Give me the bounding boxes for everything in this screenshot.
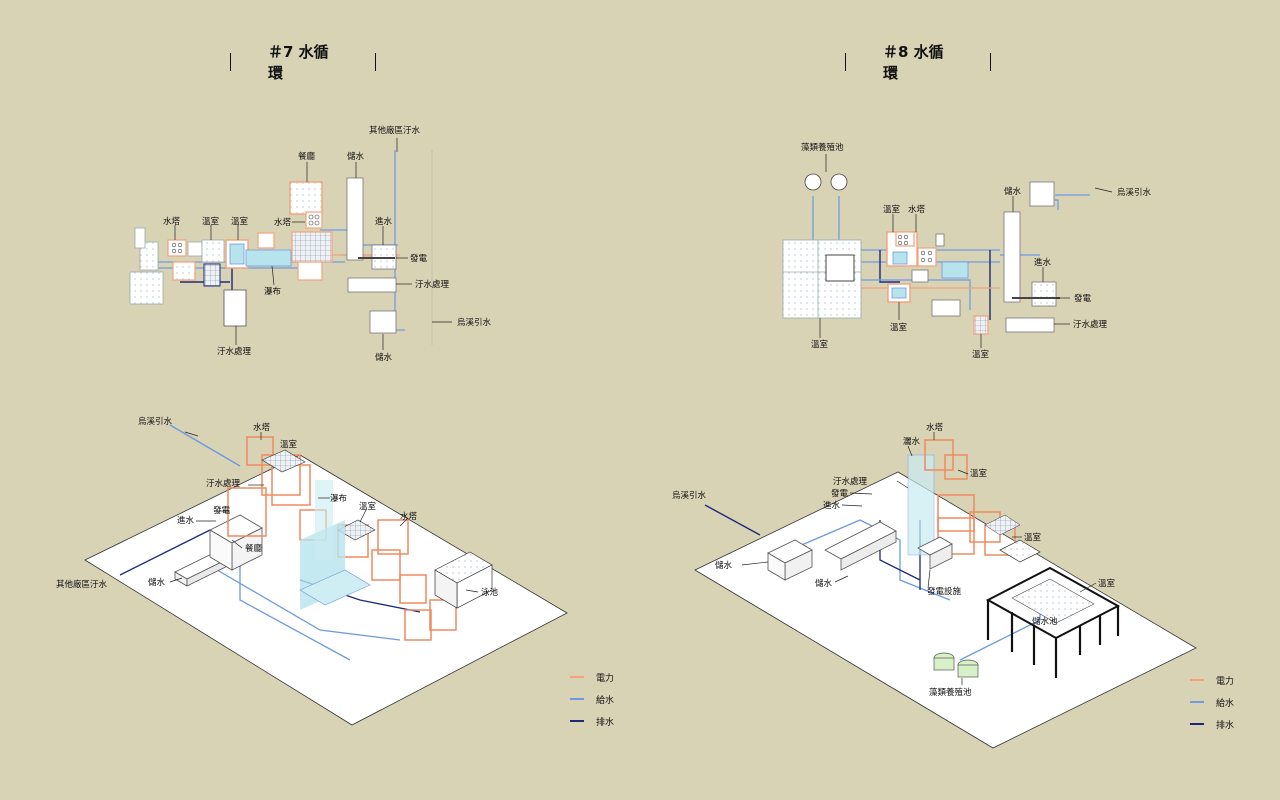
legend-item: 電力 xyxy=(570,666,614,688)
iso8-label-water-tower: 水塔 xyxy=(926,422,944,433)
iso8-label-shower: 灑水 xyxy=(903,436,921,447)
title-divider-right xyxy=(375,53,376,71)
label-water-tower-a: 水塔 xyxy=(163,216,181,227)
iso7-label-inlet: 進水 xyxy=(177,515,195,526)
iso7-label-pool: 泳池 xyxy=(481,587,499,598)
label-power: 發電 xyxy=(1074,294,1092,304)
iso8-label-greenhouse-c: 溫室 xyxy=(1098,578,1116,589)
label-storage: 儲水 xyxy=(1004,186,1022,197)
iso8-label-storage-b: 儲水 xyxy=(815,578,833,589)
title-text-7: ＃7 水循環 xyxy=(267,43,329,82)
legend-label: 排水 xyxy=(1216,720,1235,731)
iso8-label-algae: 藻類養殖池 xyxy=(929,687,972,698)
iso8-label-greenhouse-b: 溫室 xyxy=(1024,532,1042,543)
label-water-tower-b: 水塔 xyxy=(274,217,292,228)
label-greenhouse-b: 溫室 xyxy=(231,216,249,227)
legend-item: 給水 xyxy=(570,688,614,710)
diagram-title-8: ＃8 水循環 xyxy=(845,43,991,82)
plan-8: 藻類養殖池 儲水 烏溪引水 溫室 水塔 進水 發電 汙水處理 溫室 溫室 溫室 xyxy=(782,142,1152,360)
iso8-label-sewage: 汙水處理 xyxy=(833,476,868,487)
legend-7: 電力給水排水 xyxy=(570,666,614,732)
legend-label: 給水 xyxy=(1216,698,1235,709)
label-restaurant: 餐廳 xyxy=(298,151,316,162)
label-greenhouse-c: 溫室 xyxy=(811,339,829,350)
iso8-label-storage-a: 儲水 xyxy=(715,560,733,571)
legend-label: 給水 xyxy=(596,695,615,706)
legend-item: 排水 xyxy=(570,710,614,732)
iso8-label-power: 發電 xyxy=(831,489,849,499)
iso-7: 烏溪引水 水塔 溫室 汙水處理 發電 進水 瀑布 溫室 水塔 餐廳 其他廠區汙水… xyxy=(56,416,568,726)
legend-8: 電力給水排水 xyxy=(1190,669,1234,735)
iso8-label-greenhouse-a: 溫室 xyxy=(970,468,988,479)
label-water-tower: 水塔 xyxy=(908,204,926,215)
iso8-label-power-facility: 發電設施 xyxy=(927,586,962,597)
title-divider-left xyxy=(230,53,231,71)
label-algae: 藻類養殖池 xyxy=(801,142,844,153)
label-inlet: 進水 xyxy=(1034,257,1052,268)
label-inlet: 進水 xyxy=(375,216,393,227)
legend-label: 排水 xyxy=(596,717,615,728)
title-divider-right xyxy=(990,53,991,71)
label-sewage-l: 汙水處理 xyxy=(217,346,252,357)
iso-8: 水塔 灑水 溫室 汙水處理 發電 進水 烏溪引水 溫室 儲水 儲水 發電設施 溫… xyxy=(672,422,1197,749)
legend-item: 給水 xyxy=(1190,691,1234,713)
label-greenhouse-a: 溫室 xyxy=(202,216,220,227)
title-divider-left xyxy=(845,53,846,71)
legend-swatch xyxy=(1190,701,1204,703)
label-wuxi-intake: 烏溪引水 xyxy=(1117,187,1152,198)
iso7-label-wuxi: 烏溪引水 xyxy=(138,416,173,427)
iso7-label-water-tower-a: 水塔 xyxy=(253,422,271,433)
label-wuxi-intake: 烏溪引水 xyxy=(457,317,492,328)
label-storage-top: 儲水 xyxy=(347,151,365,162)
iso7-label-power: 發電 xyxy=(213,506,231,516)
iso7-label-waterfall: 瀑布 xyxy=(330,493,347,504)
iso7-label-greenhouse-a: 溫室 xyxy=(280,439,298,450)
diagram-title-7: ＃7 水循環 xyxy=(230,43,376,82)
legend-swatch xyxy=(1190,723,1204,725)
iso8-label-inlet: 進水 xyxy=(823,500,841,511)
iso8-label-storage-pool: 儲水池 xyxy=(1032,616,1058,627)
iso8-label-wuxi: 烏溪引水 xyxy=(672,490,707,501)
iso7-label-greenhouse-b: 溫室 xyxy=(359,501,377,512)
legend-label: 電力 xyxy=(1216,676,1235,687)
iso7-label-sewage: 汙水處理 xyxy=(206,478,241,489)
legend-swatch xyxy=(570,698,584,700)
legend-swatch xyxy=(570,720,584,722)
label-other-sewage: 其他廠區汙水 xyxy=(369,125,421,136)
legend-item: 排水 xyxy=(1190,713,1234,735)
plan-7: 餐廳 儲水 其他廠區汙水 水塔 溫室 溫室 水塔 進水 發電 瀑布 汙水處理 烏… xyxy=(129,125,492,363)
iso7-label-storage: 儲水 xyxy=(148,577,166,588)
legend-item: 電力 xyxy=(1190,669,1234,691)
label-storage-bottom: 儲水 xyxy=(375,352,393,363)
title-text-8: ＃8 水循環 xyxy=(882,43,944,82)
iso7-label-restaurant: 餐廳 xyxy=(245,543,263,554)
label-greenhouse-a: 溫室 xyxy=(883,204,901,215)
iso7-label-water-tower-b: 水塔 xyxy=(400,511,418,522)
label-waterfall: 瀑布 xyxy=(264,286,281,297)
label-sewage-r: 汙水處理 xyxy=(415,279,450,290)
label-sewage: 汙水處理 xyxy=(1073,319,1108,330)
legend-swatch xyxy=(1190,679,1204,681)
label-greenhouse-d: 溫室 xyxy=(972,349,990,360)
legend-label: 電力 xyxy=(596,673,615,684)
label-greenhouse-b: 溫室 xyxy=(890,322,908,333)
label-power: 發電 xyxy=(410,254,428,264)
legend-swatch xyxy=(570,676,584,678)
iso7-label-other-sewage: 其他廠區汙水 xyxy=(56,579,108,590)
